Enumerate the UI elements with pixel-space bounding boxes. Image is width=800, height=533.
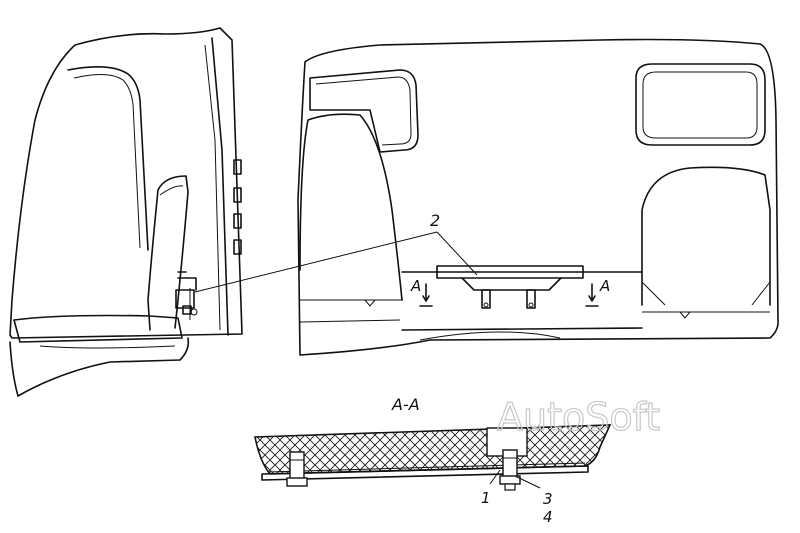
section-marker-left: A	[410, 277, 421, 295]
cab-rear-view	[297, 38, 779, 356]
section-aa-view	[254, 424, 612, 491]
leader-left-to-panel	[194, 231, 438, 293]
section-title: A-A	[391, 395, 420, 414]
callout-2: 2	[430, 211, 440, 230]
callout-4: 4	[543, 508, 553, 526]
leader-callout-3	[514, 475, 541, 489]
cab-side-view	[9, 27, 243, 397]
leader-callout-1	[489, 469, 501, 485]
callout-3: 3	[543, 490, 553, 508]
section-marker-right: A	[599, 277, 610, 295]
watermark: AutoSoft	[497, 395, 660, 439]
leader-callout-2	[436, 231, 478, 276]
callout-1: 1	[481, 489, 491, 507]
